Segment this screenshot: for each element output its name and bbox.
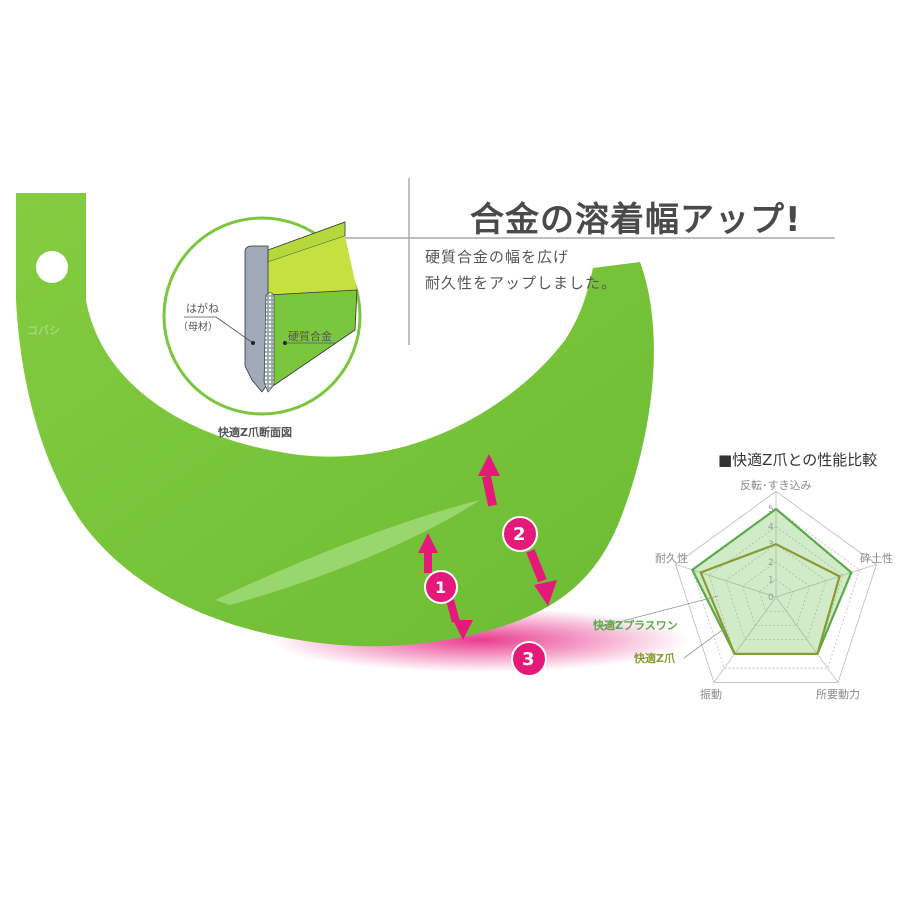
axis-label-0: 反転･すき込み [740,479,812,492]
marker-2: 2 [513,524,526,545]
cross-section-caption: 快適Z爪断面図 [218,426,292,439]
marker-3: 3 [522,649,535,670]
blade-shape [16,193,654,647]
svg-text:5: 5 [768,505,774,515]
description-line-2: 耐久性をアップしました。 [425,274,618,292]
label-steel: はがね [186,302,219,315]
axis-label-3: 振動 [700,688,722,701]
axis-label-4: 耐久性 [655,552,688,565]
chart-title: ■快適Z爪との性能比較 [718,451,878,469]
legend-series-1: 快適Zプラスワン [593,619,678,632]
marker-badges [424,516,547,677]
marker-1: 1 [435,578,447,597]
legend-series-2: 快適Z爪 [634,652,675,665]
axis-label-1: 砕土性 [860,552,893,565]
blade-emboss: コバシ [27,324,60,337]
label-alloy: 硬質合金 [288,330,332,343]
svg-text:3: 3 [768,540,774,550]
svg-text:2: 2 [768,558,774,568]
description-line-1: 硬質合金の幅を広げ [425,248,570,266]
svg-text:1: 1 [768,575,774,585]
radar-chart: 0 1 2 3 4 5 [599,490,877,683]
marker-arrows [418,454,557,640]
mounting-hole [36,251,68,283]
label-steel-sub: （母材） [178,322,218,333]
cross-section-diagram [184,221,358,393]
headline: 合金の溶着幅アップ! [470,200,802,240]
svg-text:4: 4 [768,523,774,533]
axis-label-2: 所要動力 [816,688,860,701]
svg-text:0: 0 [768,593,774,603]
